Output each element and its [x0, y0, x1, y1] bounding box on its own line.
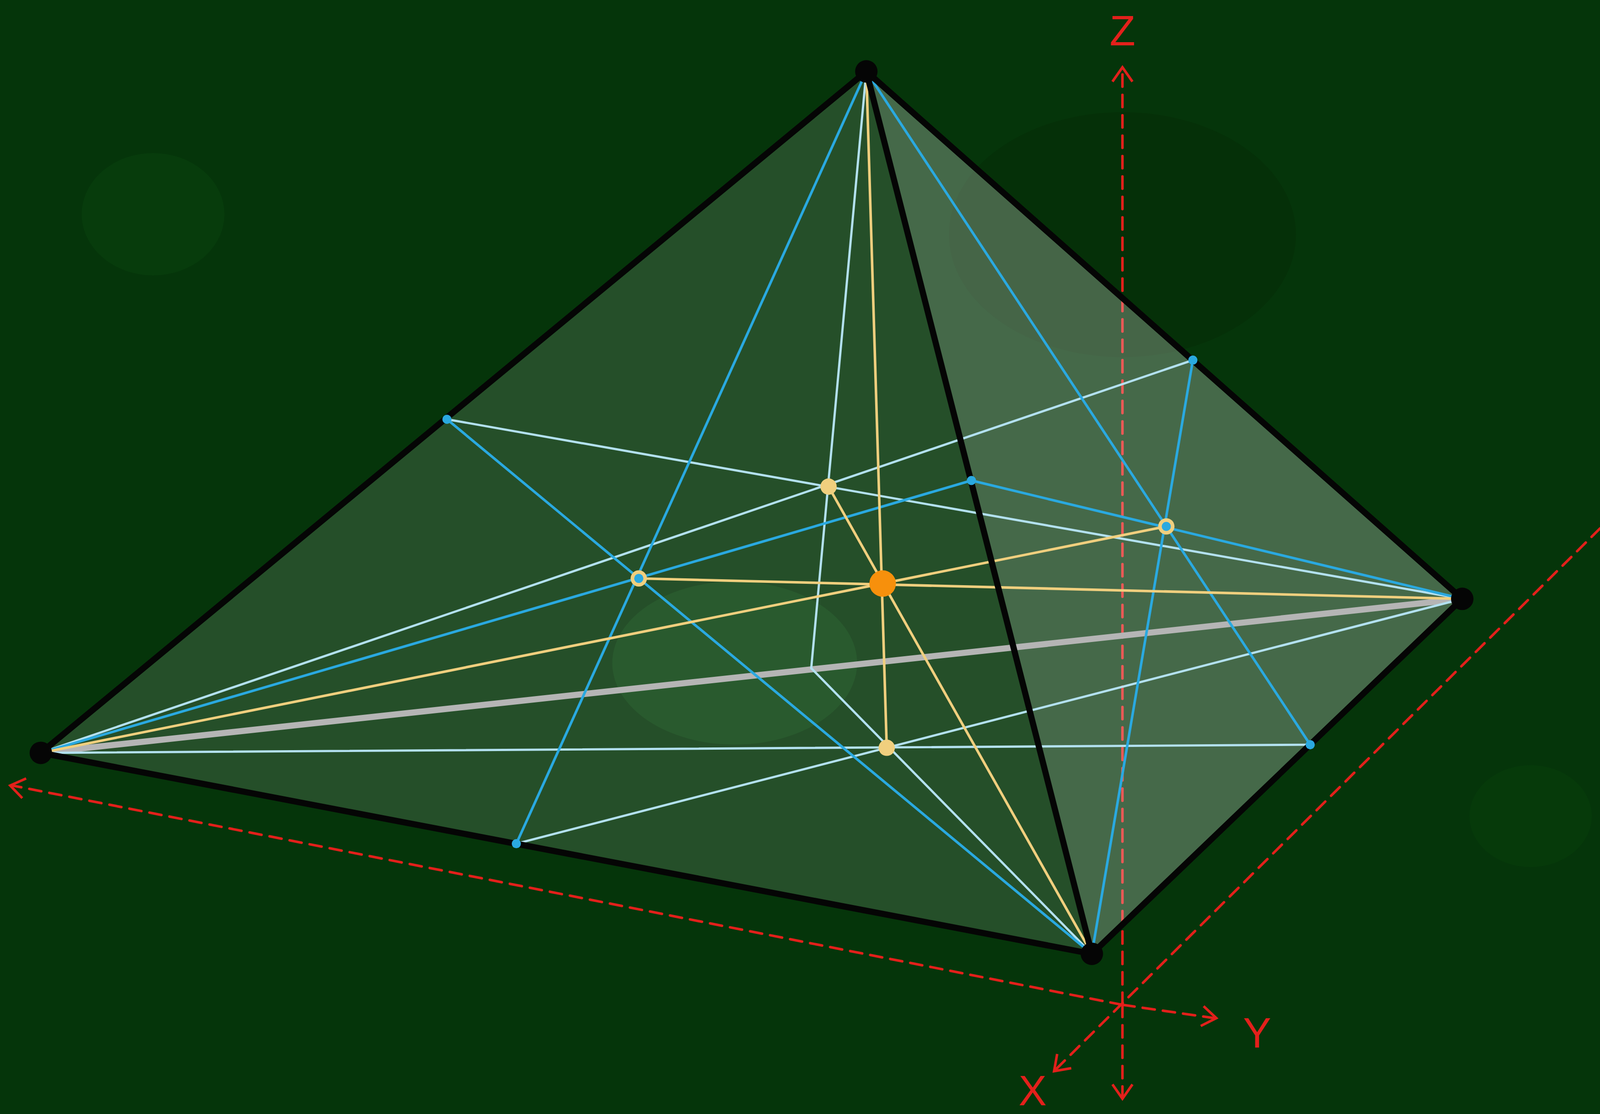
line: [40, 71, 867, 753]
axis-label: Z: [1109, 9, 1136, 52]
arrow-head: [1200, 1006, 1217, 1026]
line: [828, 486, 1092, 954]
axis-label: X: [1018, 1069, 1047, 1112]
arrow-head: [10, 778, 27, 799]
right-face: [866, 71, 1463, 954]
points: [29, 60, 1474, 965]
vertex: [1451, 587, 1474, 610]
vertex: [1080, 942, 1103, 965]
line: [1091, 598, 1463, 954]
arrow-head: [1054, 1053, 1072, 1071]
line: [810, 71, 866, 669]
line: [866, 71, 1463, 599]
line: [1121, 1004, 1124, 1097]
edge-midpoint: [966, 476, 976, 486]
edge-midpoint: [442, 414, 452, 424]
face-centroid-core: [634, 573, 644, 583]
construction-lines: [40, 71, 1463, 954]
face-centroid: [878, 739, 895, 757]
edge-midpoint: [511, 838, 521, 849]
arrow-head: [1112, 67, 1133, 82]
line: [40, 744, 1310, 753]
line: [516, 71, 867, 844]
line: [40, 480, 972, 753]
vertex: [29, 741, 53, 764]
line: [446, 419, 1092, 954]
line: [1091, 360, 1193, 954]
face-centroid: [1158, 518, 1175, 535]
edge-midpoint: [1188, 355, 1198, 365]
arrow-head: [1112, 1084, 1133, 1099]
pyramid-faces: [40, 71, 1463, 954]
face-centroid: [630, 569, 647, 587]
vertex: [854, 60, 878, 83]
axes: [10, 67, 1600, 1099]
line: [516, 598, 1463, 844]
line: [446, 419, 1463, 599]
line: [40, 752, 1092, 954]
line: [40, 526, 1167, 753]
axis-label: Y: [1243, 1011, 1272, 1054]
line: [638, 578, 1463, 599]
line: [40, 598, 1463, 753]
edge-midpoint: [1305, 739, 1315, 750]
face-centroid-core: [1161, 521, 1171, 532]
line: [971, 480, 1463, 599]
face-centroid: [820, 478, 838, 495]
line: [40, 360, 1193, 753]
line: [866, 71, 1092, 954]
pyramid-edges: [40, 71, 1463, 954]
centroid: [869, 569, 896, 597]
line: [866, 71, 888, 748]
line: [1122, 1004, 1215, 1019]
